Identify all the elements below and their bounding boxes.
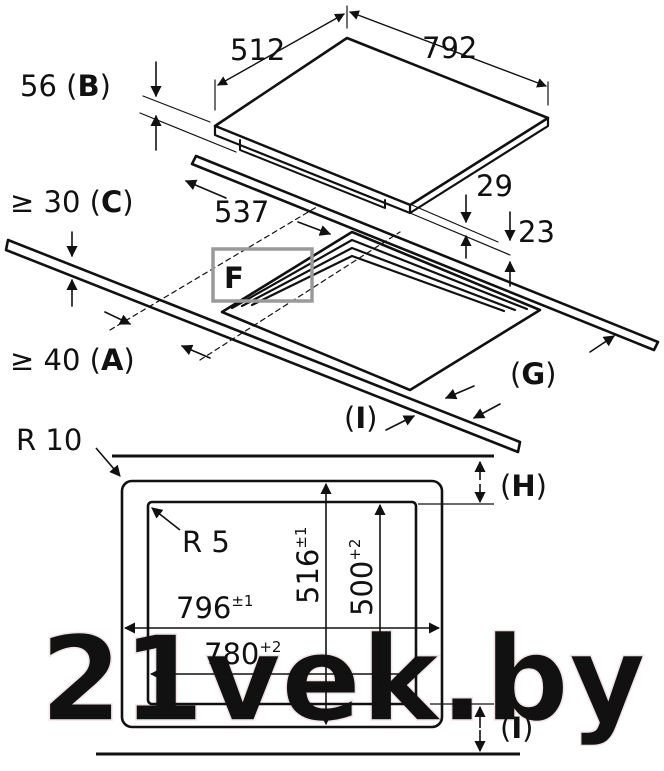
dim-gap-back: ≥ 30 (C) [10, 185, 134, 219]
label-G: (G) [510, 357, 556, 391]
dim-516: 516±1 [291, 527, 325, 604]
label-H: (H) [500, 469, 547, 503]
label-I-bottom: (I) [500, 711, 533, 745]
dim-gap-front: ≥ 40 (A) [10, 343, 135, 377]
cutout-opening [220, 230, 542, 392]
dim-780: 780+2 [204, 637, 281, 671]
countertop-front-edge [4, 238, 522, 454]
label-F: F [224, 261, 244, 295]
dim-29: 29 [476, 169, 513, 203]
cutout-outline [146, 500, 418, 706]
isometric-view [4, 5, 660, 454]
dim-537: 537 [214, 195, 269, 229]
hob-body [239, 139, 386, 209]
dim-outer-radius: R 10 [16, 423, 82, 457]
label-I-top: (I) [344, 401, 377, 435]
dim-23: 23 [518, 215, 555, 249]
detail-box-F [211, 247, 314, 303]
dim-796: 796±1 [176, 591, 253, 625]
dim-56: 56 (B) [20, 69, 111, 103]
dim-512: 512 [230, 33, 285, 67]
dim-inner-radius: R 5 [182, 525, 230, 559]
hob-outline [120, 479, 444, 729]
dim-500: 500+2 [345, 539, 379, 616]
cutout-plan [95, 447, 520, 756]
countertop-back-edge [190, 154, 660, 352]
dim-792: 792 [422, 31, 477, 65]
